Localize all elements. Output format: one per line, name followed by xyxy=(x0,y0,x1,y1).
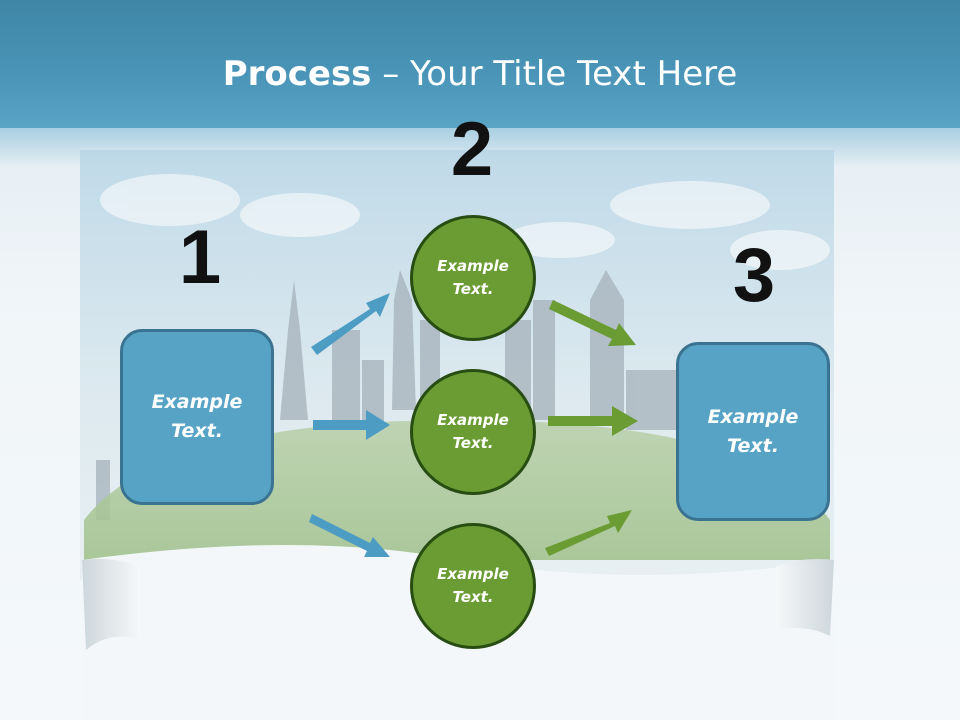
clouds xyxy=(100,174,830,270)
circle-2: Example Text. xyxy=(410,369,536,495)
title-bar xyxy=(0,0,960,128)
right-process-box: Example Text. xyxy=(676,342,830,521)
left-box-label: Example Text. xyxy=(151,391,243,442)
slide-title: Process – Your Title Text Here xyxy=(0,52,960,96)
step-number-3: 3 xyxy=(732,233,776,318)
title-bold: Process xyxy=(222,54,372,94)
arrow-from-circle-3 xyxy=(545,510,632,556)
arrow-from-circle-1 xyxy=(549,300,636,346)
arrow-to-circle-3 xyxy=(309,514,390,557)
arrow-from-circle-2 xyxy=(548,406,638,436)
right-curl xyxy=(776,558,834,636)
circle-3-label: Example Text. xyxy=(437,565,509,606)
circle-1: Example Text. xyxy=(410,215,536,341)
circle-3: Example Text. xyxy=(410,523,536,649)
left-curl xyxy=(82,558,140,650)
step-number-1: 1 xyxy=(178,215,222,300)
step-number-2: 2 xyxy=(450,107,494,192)
circle-1-label: Example Text. xyxy=(437,257,509,298)
left-process-box: Example Text. xyxy=(120,329,274,505)
arrow-to-circle-1 xyxy=(311,293,390,355)
title-rest: – Your Title Text Here xyxy=(371,54,738,94)
circle-2-label: Example Text. xyxy=(437,411,509,452)
arrow-to-circle-2 xyxy=(313,410,390,440)
right-box-label: Example Text. xyxy=(707,405,799,457)
